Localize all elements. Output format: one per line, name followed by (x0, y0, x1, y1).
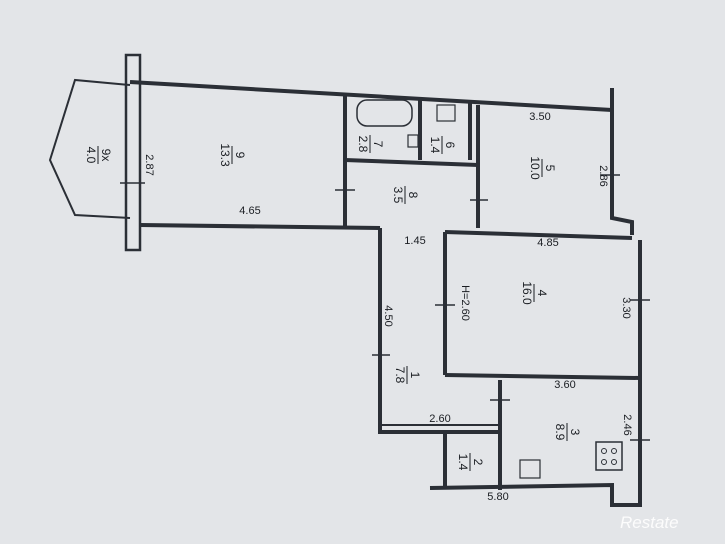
watermark-text: Restate (620, 513, 679, 532)
room-label-7: 7 2.8 (356, 135, 385, 153)
room-area-6: 1.4 (428, 137, 442, 154)
balcony-outline (48, 78, 131, 219)
room-area-2: 1.4 (456, 454, 470, 471)
room-number-9: 9 (233, 152, 247, 159)
dim-3-60: 3.60 (554, 379, 575, 391)
room-label-2: 2 1.4 (456, 453, 485, 471)
room-area-9x: 4.0 (84, 147, 98, 164)
dim-2-60: 2.60 (429, 413, 450, 425)
room-number-4: 4 (535, 290, 549, 297)
room-label-9: 9 13.3 (218, 143, 247, 167)
room-area-5: 10.0 (528, 156, 542, 180)
dim-4-50: 4.50 (382, 305, 394, 326)
room-number-5: 5 (543, 165, 557, 172)
opening-marks (120, 174, 650, 441)
outer-walls (124, 53, 642, 507)
room-number-1: 1 (408, 372, 422, 379)
room-number-8: 8 (406, 192, 420, 199)
room-area-3: 8.9 (553, 424, 567, 441)
room-number-7: 7 (371, 141, 385, 148)
dim-4-65: 4.65 (239, 205, 260, 217)
room-label-4: 4 16.0 (520, 281, 549, 305)
dim-2-46: 2.46 (621, 414, 633, 435)
room-label-6: 6 1.4 (428, 136, 457, 154)
room-number-9x: 9x (99, 149, 113, 162)
room-label-1: 1 7.8 (393, 366, 422, 384)
sink-icon (407, 134, 419, 148)
room-number-3: 3 (568, 429, 582, 436)
kitchen-sink-icon (519, 459, 541, 479)
room-label-5: 5 10.0 (528, 156, 557, 180)
dim-3-30: 3.30 (620, 297, 632, 318)
room-label-8: 8 3.5 (391, 186, 420, 204)
toilet-icon (436, 104, 456, 122)
bathtub-icon (356, 99, 413, 127)
dim-2-87: 2.87 (143, 154, 155, 175)
stove-icon (595, 441, 623, 471)
interior-walls (343, 95, 641, 490)
room-area-8: 3.5 (391, 187, 405, 204)
room-area-1: 7.8 (393, 367, 407, 384)
ceiling-height-label: H=2.60 (459, 285, 471, 321)
room-number-2: 2 (471, 459, 485, 466)
room-area-4: 16.0 (520, 281, 534, 305)
room-area-7: 2.8 (356, 136, 370, 153)
room-label-3: 3 8.9 (553, 423, 582, 441)
dim-3-50: 3.50 (529, 111, 550, 123)
dim-4-85: 4.85 (537, 237, 558, 249)
dim-5-80: 5.80 (487, 491, 508, 503)
dim-1-45: 1.45 (404, 235, 425, 247)
room-label-9x: 9x 4.0 (84, 146, 113, 164)
room-area-9: 13.3 (218, 143, 232, 167)
dim-2-86: 2.86 (597, 165, 609, 186)
room-number-6: 6 (443, 142, 457, 149)
